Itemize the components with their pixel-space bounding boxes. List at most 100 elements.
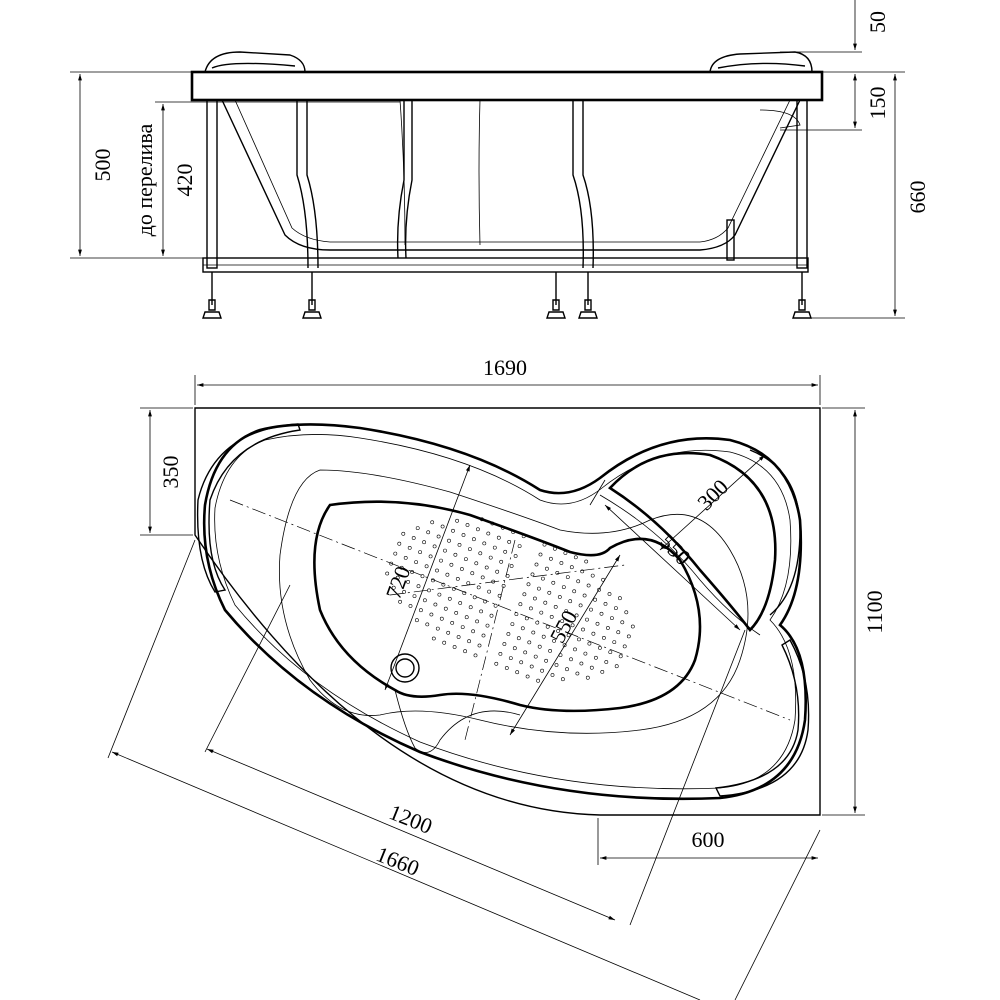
air-jet-dot <box>439 558 443 563</box>
dim-1200: 1200 <box>386 799 436 839</box>
handle-right <box>714 639 810 797</box>
air-jet-dot <box>451 528 455 533</box>
air-jet-dot <box>476 585 481 590</box>
air-jet-dot <box>471 629 476 634</box>
air-jet-dot <box>472 595 477 600</box>
air-jet-dot <box>425 622 430 627</box>
air-jet-dot <box>468 605 473 610</box>
air-jet-dot <box>595 621 600 626</box>
air-jet-dot <box>435 568 439 573</box>
headrest-left <box>204 51 306 73</box>
air-jet-dot <box>411 536 416 540</box>
air-jet-dot <box>499 559 504 564</box>
air-jet-dot <box>630 624 635 629</box>
air-jet-dot <box>587 641 592 646</box>
air-jet-dot <box>579 661 584 666</box>
air-jet-dot <box>465 523 470 527</box>
air-jet-dot <box>561 677 565 682</box>
tub-outline <box>194 407 821 816</box>
air-jet-dot <box>544 658 549 663</box>
air-jet-dot <box>602 636 606 640</box>
air-jet-dot <box>569 657 573 662</box>
air-jet-dot <box>565 575 570 580</box>
air-jet-dot <box>529 606 533 611</box>
handle-left <box>196 423 301 593</box>
air-jet-dot <box>493 603 498 608</box>
air-jet-dot <box>474 561 479 566</box>
air-jet-dot <box>408 604 413 608</box>
air-jet-dot <box>543 600 548 605</box>
air-jet-dot <box>435 626 440 631</box>
air-jet-dot <box>521 534 526 539</box>
air-jet-dot <box>442 640 447 645</box>
air-jet-dot <box>534 562 539 567</box>
air-jet-dot <box>482 541 487 546</box>
air-jet-dot <box>624 610 629 615</box>
air-jet-dot <box>461 533 466 537</box>
air-jet-dot <box>478 551 483 556</box>
air-jet-dot <box>456 635 461 639</box>
air-jets <box>385 517 635 683</box>
air-jet-dot <box>548 649 553 653</box>
air-jet-dot <box>539 610 544 615</box>
air-jet-dot <box>422 540 427 545</box>
air-jet-dot <box>527 640 532 645</box>
dim-1690: 1690 <box>483 355 527 380</box>
air-jet-dot <box>455 577 460 581</box>
air-jet-dot <box>573 647 577 652</box>
air-jet-dot <box>550 673 555 677</box>
air-jet-dot <box>416 584 421 589</box>
air-jet-dot <box>614 606 618 611</box>
air-jet-dot <box>445 572 450 577</box>
air-jet-dot <box>577 637 581 642</box>
air-jet-dot <box>622 644 627 649</box>
air-jet-dot <box>440 524 445 529</box>
air-jet-dot <box>626 634 631 639</box>
air-jet-dot <box>516 636 521 641</box>
air-jet-dot <box>563 551 568 555</box>
air-jet-dot <box>598 646 602 650</box>
air-jet-dot <box>585 617 589 622</box>
air-jet-dot <box>463 649 468 654</box>
air-jet-dot <box>446 630 451 635</box>
air-jet-dot <box>414 560 419 565</box>
air-jet-dot <box>431 636 436 641</box>
air-jet-dot <box>457 543 462 547</box>
air-jet-dot <box>510 622 515 627</box>
headrest-right <box>709 51 813 73</box>
air-jet-dot <box>418 608 423 613</box>
air-jet-dot <box>540 668 545 673</box>
air-jet-dot <box>610 616 614 621</box>
air-jet-dot <box>512 646 517 651</box>
dim-660: 660 <box>905 181 930 214</box>
air-jet-dot <box>464 615 469 620</box>
air-jet-dot <box>529 664 534 669</box>
air-jet-dot <box>443 606 448 611</box>
air-jet-dot <box>569 565 574 570</box>
air-jet-dot <box>439 616 444 621</box>
air-jet-dot <box>490 521 495 526</box>
air-jet-dot <box>481 633 486 638</box>
air-jet-dot <box>436 534 441 539</box>
air-jet-dot <box>576 579 581 584</box>
air-jet-dot <box>452 645 457 649</box>
air-jet-dot <box>565 667 569 672</box>
air-jet-dot <box>424 564 429 569</box>
air-jet-dot <box>581 627 585 632</box>
air-jet-dot <box>477 643 482 648</box>
air-jet-dot <box>604 660 609 664</box>
air-jet-dot <box>522 592 527 597</box>
rim <box>190 70 824 102</box>
air-jet-dot <box>513 554 518 558</box>
air-jet-dot <box>422 598 427 603</box>
air-jet-dot <box>542 542 547 547</box>
air-jet-dot <box>460 625 465 630</box>
air-jet-dot <box>447 596 452 601</box>
air-jet-dot <box>479 517 484 522</box>
air-jet-dot <box>553 605 558 609</box>
plan-view: 720 550 550 300 1690 1100 350 600 1200 1… <box>107 355 887 1000</box>
air-jet-dot <box>496 535 501 540</box>
dim-1100: 1100 <box>862 590 887 633</box>
